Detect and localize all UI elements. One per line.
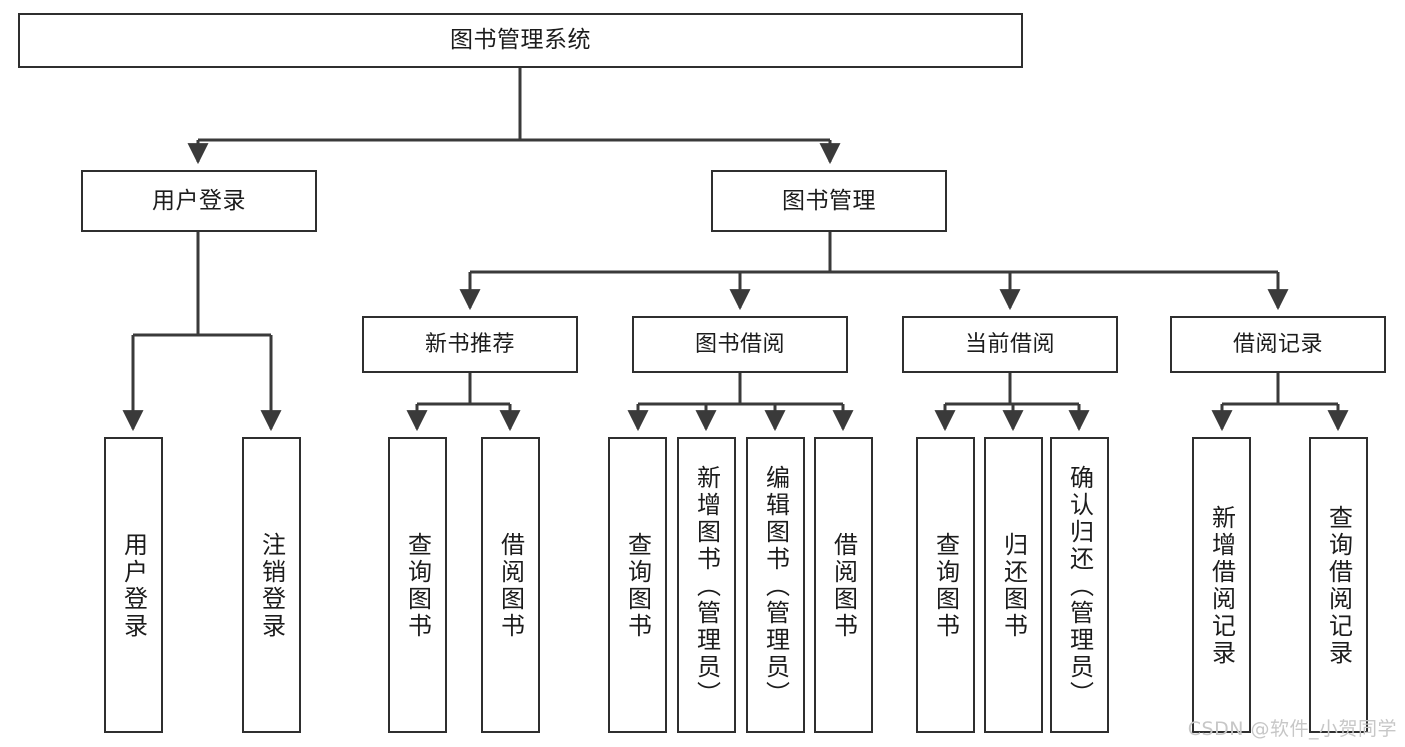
node-user-login-label: 用户登录	[152, 187, 246, 214]
node-leaf-add-book[interactable]: 新增图书（管理员）	[677, 437, 736, 733]
node-leaf-query-book-3[interactable]: 查询图书	[916, 437, 975, 733]
node-borrow-record[interactable]: 借阅记录	[1170, 316, 1386, 373]
node-leaf-query-book-1[interactable]: 查询图书	[388, 437, 447, 733]
node-leaf-query-book-2[interactable]: 查询图书	[608, 437, 667, 733]
watermark: CSDN @软件_小贺同学	[1187, 718, 1397, 740]
node-new-book-rec[interactable]: 新书推荐	[362, 316, 578, 373]
node-leaf-edit-book[interactable]: 编辑图书（管理员）	[746, 437, 805, 733]
node-leaf-return-book-label: 归还图书	[999, 532, 1028, 640]
node-leaf-borrow-book-2[interactable]: 借阅图书	[814, 437, 873, 733]
node-leaf-borrow-book-1-label: 借阅图书	[496, 532, 525, 640]
node-leaf-query-book-3-label: 查询图书	[931, 532, 960, 640]
node-borrow-record-label: 借阅记录	[1232, 331, 1323, 357]
node-leaf-query-record-label: 查询借阅记录	[1324, 505, 1353, 667]
node-book-borrow[interactable]: 图书借阅	[632, 316, 848, 373]
node-leaf-edit-book-label: 编辑图书（管理员）	[761, 464, 790, 708]
node-leaf-add-record-label: 新增借阅记录	[1207, 505, 1236, 667]
node-leaf-add-book-label: 新增图书（管理员）	[692, 464, 721, 708]
node-root-label: 图书管理系统	[450, 27, 591, 54]
node-new-book-rec-label: 新书推荐	[424, 331, 515, 357]
node-leaf-query-record[interactable]: 查询借阅记录	[1309, 437, 1368, 733]
node-leaf-add-record[interactable]: 新增借阅记录	[1192, 437, 1251, 733]
node-leaf-borrow-book-1[interactable]: 借阅图书	[481, 437, 540, 733]
node-leaf-confirm-return-label: 确认归还（管理员）	[1065, 464, 1094, 708]
node-root[interactable]: 图书管理系统	[18, 13, 1023, 68]
node-leaf-logout[interactable]: 注销登录	[242, 437, 301, 733]
node-leaf-borrow-book-2-label: 借阅图书	[829, 532, 858, 640]
node-book-borrow-label: 图书借阅	[694, 331, 785, 357]
node-leaf-return-book[interactable]: 归还图书	[984, 437, 1043, 733]
node-current-borrow[interactable]: 当前借阅	[902, 316, 1118, 373]
node-book-manage[interactable]: 图书管理	[711, 170, 947, 232]
node-leaf-user-login[interactable]: 用户登录	[104, 437, 163, 733]
node-current-borrow-label: 当前借阅	[964, 331, 1055, 357]
node-book-manage-label: 图书管理	[782, 187, 876, 214]
node-leaf-query-book-2-label: 查询图书	[623, 532, 652, 640]
node-leaf-query-book-1-label: 查询图书	[403, 532, 432, 640]
node-user-login[interactable]: 用户登录	[81, 170, 317, 232]
node-leaf-confirm-return[interactable]: 确认归还（管理员）	[1050, 437, 1109, 733]
node-leaf-logout-label: 注销登录	[257, 532, 286, 640]
node-leaf-user-login-label: 用户登录	[119, 532, 148, 640]
